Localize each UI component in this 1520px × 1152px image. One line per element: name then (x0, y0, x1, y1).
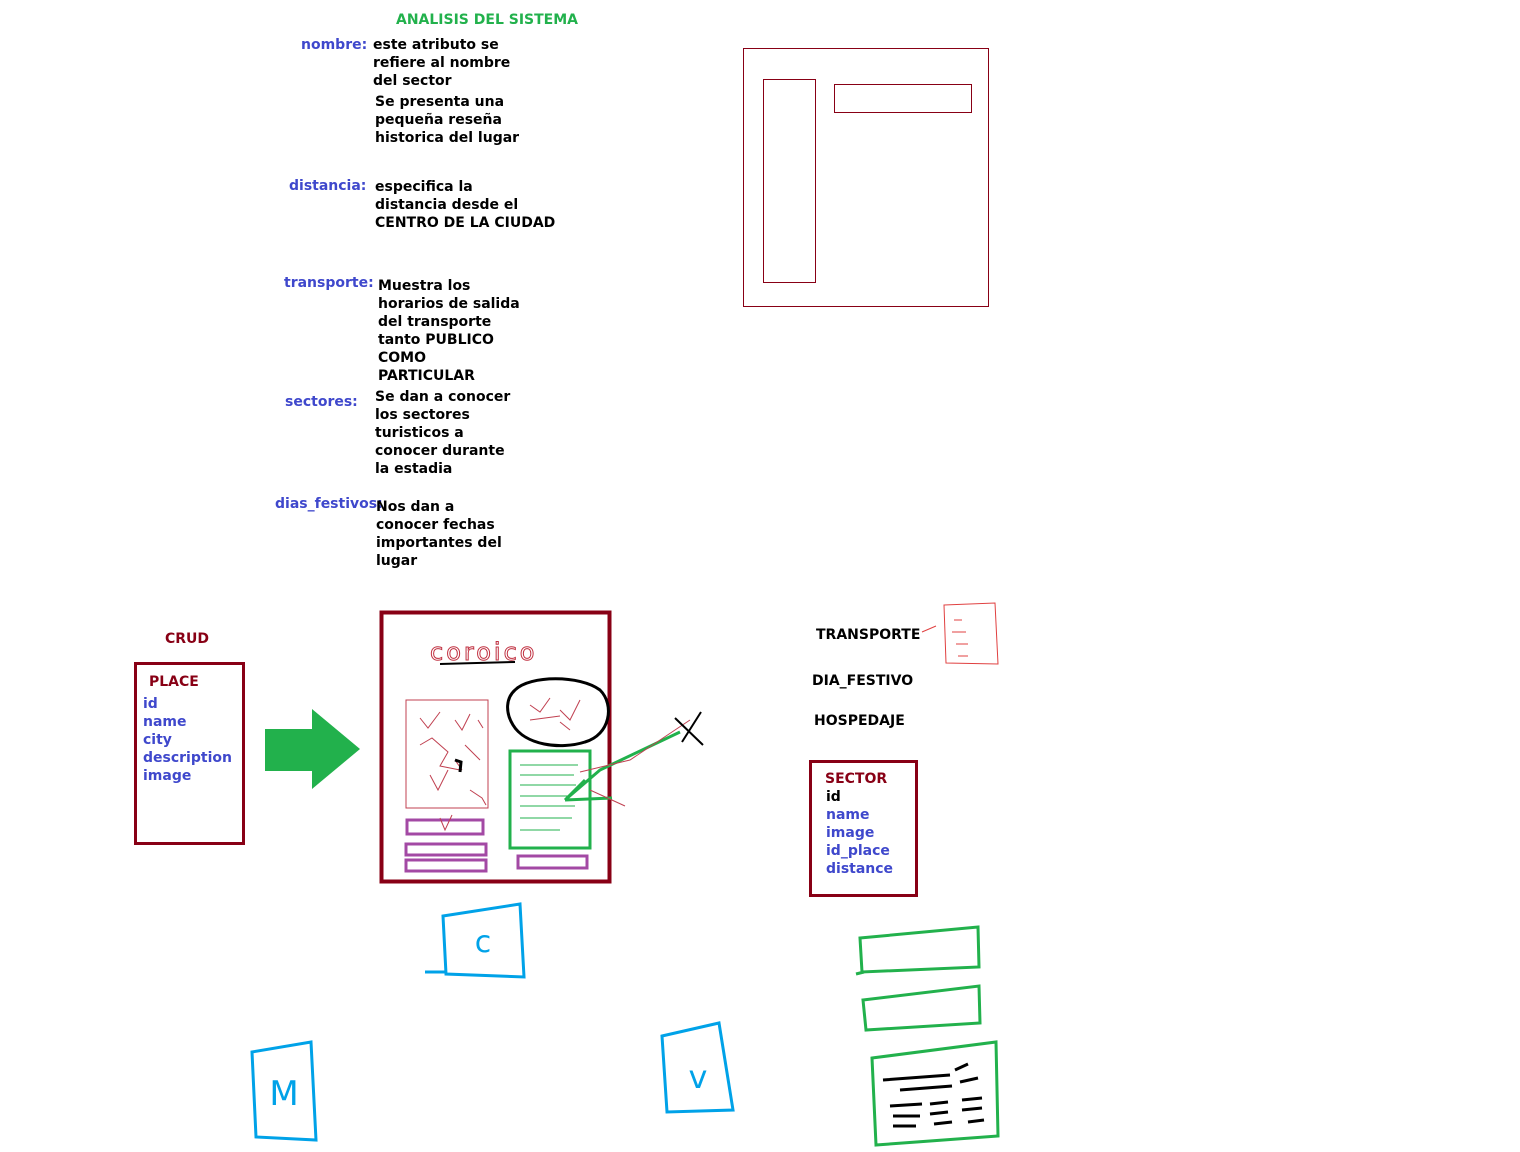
sector-field-image: image (826, 825, 875, 841)
field-image: image (143, 768, 192, 784)
desc-line: del transporte (378, 314, 492, 330)
letter-v: v (689, 1058, 708, 1096)
desc-line: la estadia (375, 461, 453, 477)
title-underline (439, 661, 516, 665)
desc-line: Nos dan a (376, 499, 455, 515)
attr-desc-distancia: especifica la distancia desde el CENTRO … (375, 178, 555, 232)
sector-entity-title: SECTOR (825, 771, 888, 787)
letter-c: c (475, 925, 492, 960)
desc-line: COMO (378, 350, 427, 366)
attr-desc-dias-festivos: Nos dan a conocer fechas importantes del… (376, 498, 502, 570)
desc-line: los sectores (375, 407, 470, 423)
sketch-list (855, 925, 1000, 1147)
letter-m: M (269, 1074, 298, 1114)
desc-line: conocer durante (375, 443, 505, 459)
mockup-frame (379, 610, 612, 884)
wireframe-sidebar (763, 79, 816, 283)
attr-desc-resena: Se presenta una pequeña reseña historica… (375, 93, 519, 147)
layout-wireframe (743, 48, 989, 307)
module-hospedaje: HOSPEDAJE (814, 713, 905, 729)
sector-field-id-place: id_place (826, 843, 890, 859)
attr-label-sectores: sectores: (285, 394, 358, 410)
desc-line: importantes del (376, 535, 502, 551)
module-dia-festivo: DIA_FESTIVO (812, 673, 914, 689)
sketch-card-m: M (250, 1040, 318, 1142)
mockup-buttons (404, 818, 589, 873)
field-description: description (143, 750, 232, 766)
desc-line: CENTRO DE LA CIUDAD (375, 215, 556, 231)
place-fields: id name city description image (143, 695, 232, 785)
desc-line: Muestra los (378, 278, 471, 294)
field-name: name (143, 714, 187, 730)
desc-line: historica del lugar (375, 130, 520, 146)
arrow-right-icon (265, 709, 360, 789)
desc-line: turisticos a (375, 425, 464, 441)
field-city: city (143, 732, 172, 748)
desc-line: este atributo se (373, 37, 499, 53)
attr-desc-sectores: Se dan a conocer los sectores turisticos… (375, 388, 510, 478)
attr-desc-transporte: Muestra los horarios de salida del trans… (378, 277, 520, 385)
image-blob (506, 677, 610, 748)
field-id: id (143, 696, 158, 712)
page-title: ANALISIS DEL SISTEMA (396, 12, 578, 28)
desc-line: conocer fechas (376, 517, 495, 533)
sector-field-name: name (826, 807, 870, 823)
sector-entity-box (809, 760, 918, 897)
desc-line: horarios de salida (378, 296, 520, 312)
document-icon (921, 602, 999, 665)
sketch-card-v: v (660, 1021, 735, 1114)
sketch-card-c: c (425, 902, 526, 979)
attr-desc-nombre: este atributo se refiere al nombre del s… (373, 36, 510, 90)
desc-line: lugar (376, 553, 418, 569)
sketch-text-lines (882, 1062, 985, 1128)
desc-line: pequeña reseña (375, 112, 502, 128)
text-card (508, 719, 691, 850)
desc-line: tanto PUBLICO (378, 332, 494, 348)
module-transporte: TRANSPORTE (816, 627, 921, 643)
crud-heading: CRUD (165, 631, 210, 647)
desc-line: Se dan a conocer (375, 389, 511, 405)
attr-label-distancia: distancia: (289, 178, 367, 194)
desc-line: del sector (373, 73, 452, 89)
sector-fields: id name image id_place distance (826, 788, 893, 878)
desc-line: PARTICULAR (378, 368, 475, 384)
attr-label-dias-festivos: dias_festivos: (275, 496, 383, 512)
desc-line: Se presenta una (375, 94, 505, 110)
desc-line: refiere al nombre (373, 55, 511, 71)
desc-line: distancia desde el (375, 197, 519, 213)
photo-placeholder (405, 699, 489, 809)
attr-label-nombre: nombre: (301, 37, 368, 53)
close-icon (674, 711, 704, 746)
desc-line: especifica la (375, 179, 473, 195)
wireframe-header (834, 84, 972, 113)
sector-field-id: id (826, 789, 841, 805)
place-entity-box (134, 662, 245, 845)
sector-field-distance: distance (826, 861, 894, 877)
place-entity-title: PLACE (149, 674, 199, 690)
attr-label-transporte: transporte: (284, 275, 374, 291)
mockup-handwritten-title: coroico (430, 638, 537, 666)
